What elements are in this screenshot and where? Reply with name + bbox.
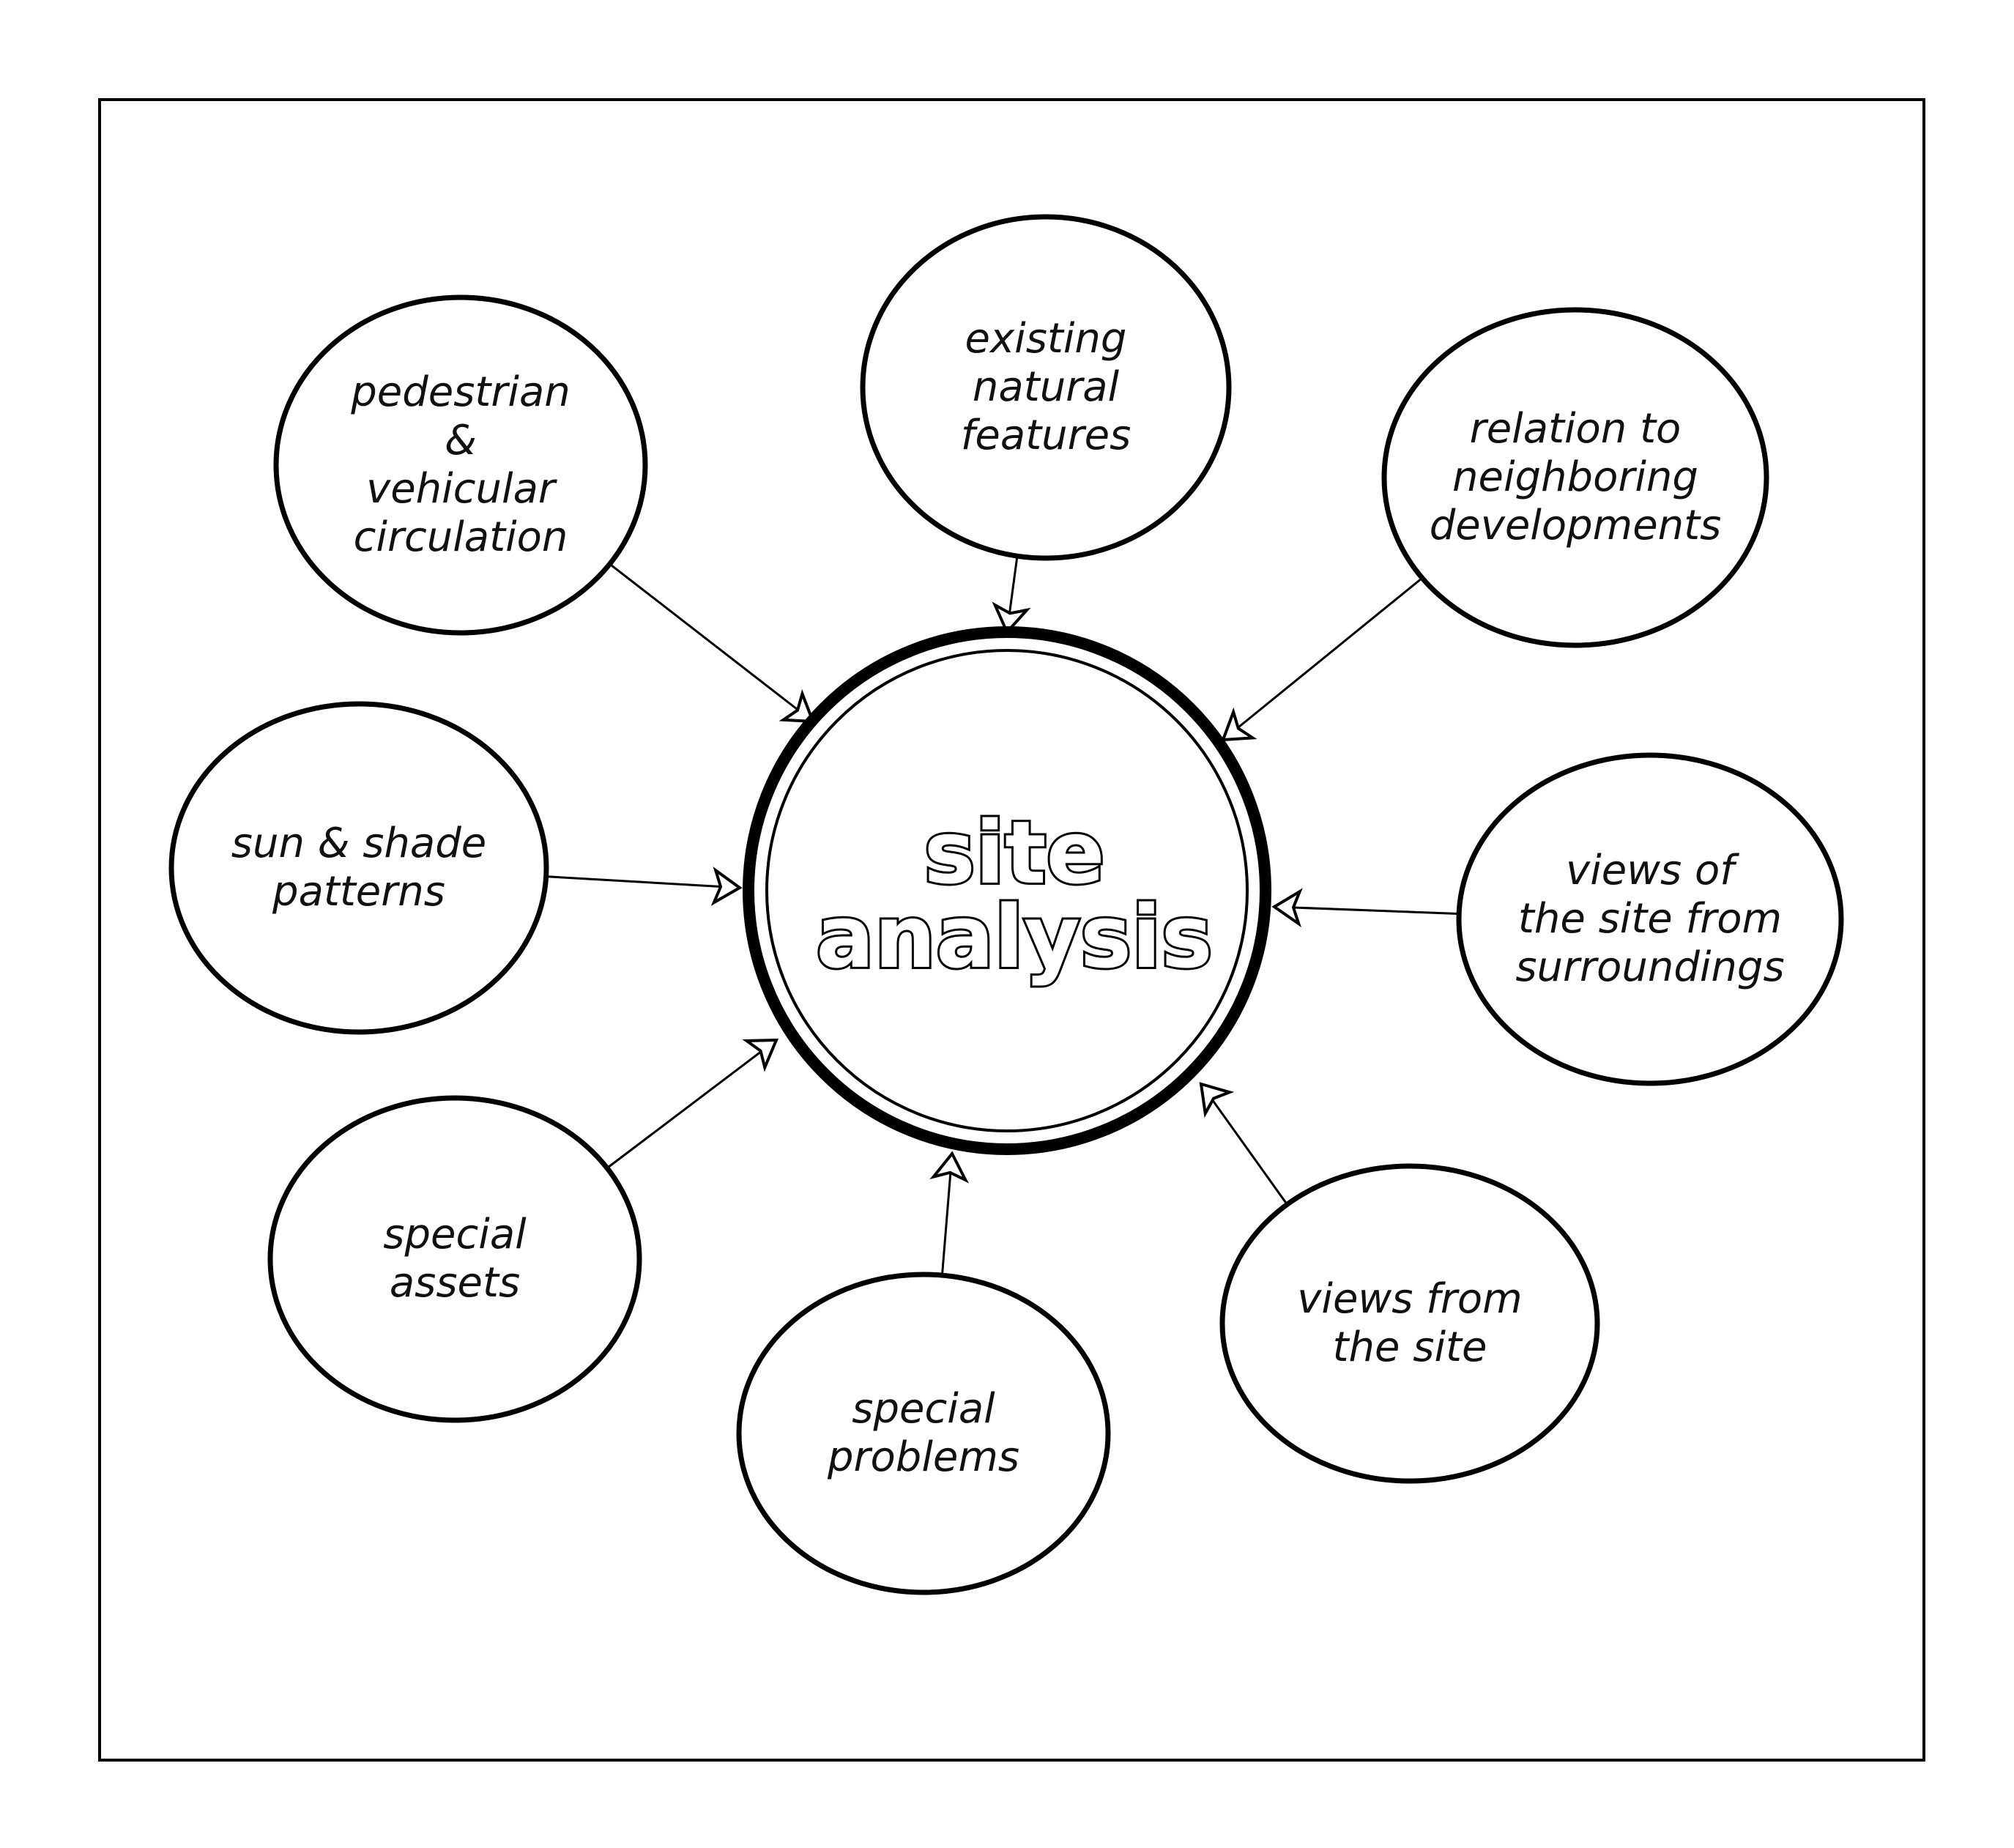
node-circle (860, 214, 1232, 561)
arrow-icon (1221, 707, 1257, 742)
connector-line (603, 1039, 777, 1171)
node-label-line: circulation (354, 513, 568, 561)
connector-line (1200, 1083, 1290, 1209)
node-label-line: patterns (272, 868, 445, 916)
node-label-line: the site (1333, 1324, 1487, 1371)
center-label-line-1: site (924, 802, 1104, 903)
arrow-icon (992, 601, 1031, 635)
node-circle (736, 1272, 1111, 1595)
connector-line (1222, 574, 1426, 741)
connector-line (1274, 905, 1463, 916)
frame-border (98, 98, 1925, 1762)
node-label-line: pedestrian (350, 368, 571, 416)
node-circle (273, 294, 648, 636)
node-label-line: natural (973, 363, 1120, 411)
node-circle (1456, 752, 1844, 1086)
node-label-line: existing (965, 315, 1127, 363)
node-label-line: developments (1430, 502, 1722, 549)
connector-line (542, 875, 740, 889)
node-label-line: special (852, 1385, 995, 1433)
node-circle (1219, 1163, 1600, 1484)
node-label-line: vehicular (366, 465, 557, 513)
node-label-line: the site from (1518, 895, 1782, 943)
node-label-line: sun & shade (231, 820, 486, 867)
center-label-line-2: analysis (816, 886, 1213, 987)
arrow-icon (929, 1151, 969, 1184)
node-label-line: features (961, 412, 1132, 459)
arrow-icon (1271, 888, 1303, 928)
node-label-line: relation to (1470, 405, 1682, 453)
node-circle (1381, 307, 1769, 648)
connector-line (940, 1153, 954, 1279)
center-node: site analysis (743, 626, 1271, 1155)
node-label-line: views from (1297, 1275, 1522, 1323)
node-label-line: assets (390, 1259, 520, 1307)
node-circle (267, 1095, 642, 1423)
node-label-line: views of (1566, 847, 1739, 894)
arrow-icon (742, 1038, 779, 1072)
node-circle (168, 701, 549, 1035)
connector-line (606, 560, 814, 723)
node-label-line: special (383, 1211, 527, 1258)
arrow-icon (710, 867, 743, 906)
node-label-line: & (445, 417, 477, 464)
arrow-icon (779, 689, 815, 724)
node-label-line: surroundings (1515, 943, 1784, 991)
node-label-line: neighboring (1452, 453, 1698, 501)
node-label-line: problems (827, 1433, 1019, 1481)
arrow-icon (1199, 1082, 1235, 1118)
